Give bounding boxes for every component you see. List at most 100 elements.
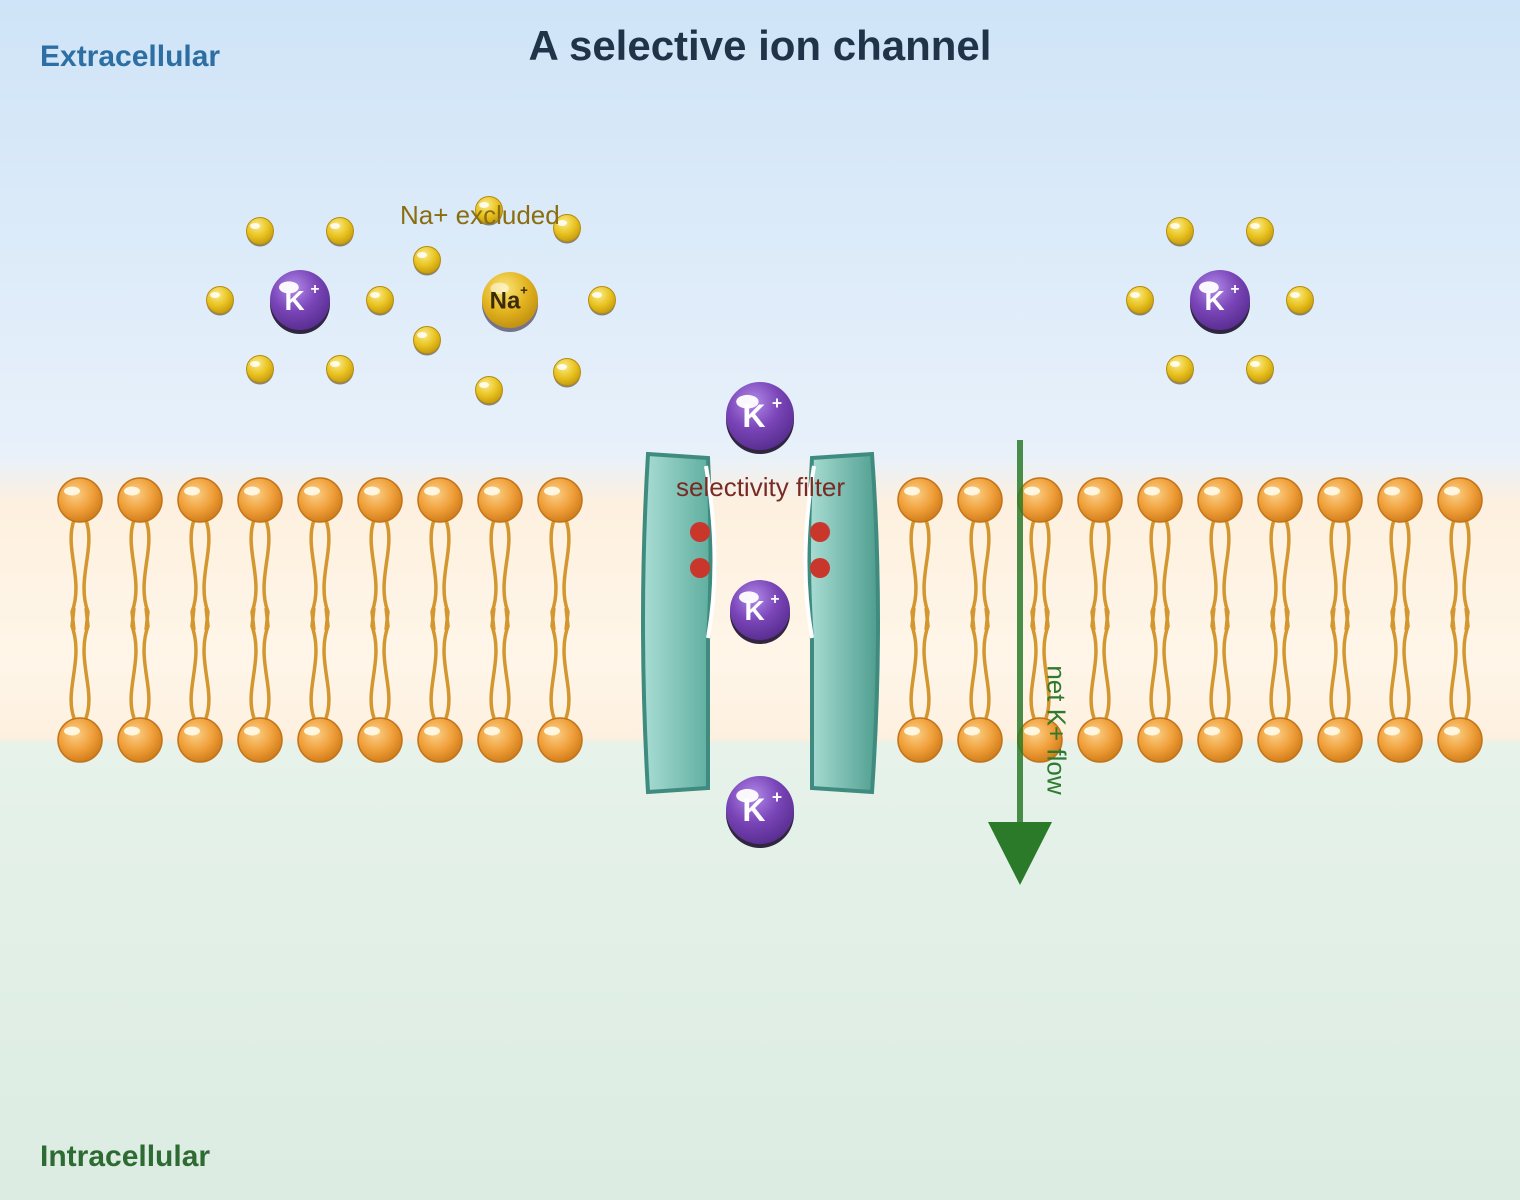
lipid-head: [1197, 717, 1243, 763]
ion-symbol: K: [742, 792, 765, 828]
lipid-head: [237, 717, 283, 763]
lipid-molecule: [1317, 477, 1363, 763]
lipid-head: [357, 717, 403, 763]
lipid-molecule: [237, 477, 283, 763]
water-molecule: [413, 246, 441, 276]
channel-wall-left: [641, 451, 713, 795]
filter-site: [690, 558, 710, 578]
lipid-molecule: [1437, 477, 1483, 763]
lipid-head: [237, 477, 283, 523]
ion-symbol: K: [284, 285, 304, 316]
lipid-molecule: [297, 477, 343, 763]
net-flow-label: net K+ flow: [1041, 665, 1072, 795]
water-molecule: [1246, 355, 1274, 385]
channel-wall-right: [807, 451, 880, 795]
lipid-head: [1077, 717, 1123, 763]
sodium-ion: Na+: [482, 272, 538, 332]
water-molecule: [1166, 217, 1194, 247]
lipid-head: [477, 717, 523, 763]
lipid-head: [1377, 717, 1423, 763]
lipid-molecule: [477, 477, 523, 763]
lipid-molecule: [357, 477, 403, 763]
ion-symbol: K: [742, 398, 765, 434]
ion-charge: +: [771, 591, 780, 608]
lipid-head: [897, 717, 943, 763]
lipid-head: [1257, 477, 1303, 523]
lipid-head: [537, 717, 583, 763]
water-molecule: [326, 355, 354, 385]
lipid-head: [537, 477, 583, 523]
ion-charge: +: [772, 393, 782, 413]
lipid-head: [417, 717, 463, 763]
water-molecule: [475, 376, 503, 406]
lipid-head: [177, 717, 223, 763]
lipid-head: [1137, 717, 1183, 763]
lipid-head: [1317, 477, 1363, 523]
selectivity-filter-label: selectivity filter: [676, 472, 846, 502]
lipid-head: [1437, 477, 1483, 523]
lipid-molecule: [417, 477, 463, 763]
lipid-head: [1377, 477, 1423, 523]
water-molecule: [366, 286, 394, 316]
potassium-ion: K+: [726, 776, 794, 848]
lipid-molecule: [1257, 477, 1303, 763]
water-molecule: [413, 326, 441, 356]
filter-site: [810, 522, 830, 542]
lipid-molecule: [117, 477, 163, 763]
lipid-bilayer: [57, 477, 1483, 763]
potassium-ion: K+: [726, 382, 794, 454]
lipid-molecule: [177, 477, 223, 763]
lipid-head: [177, 477, 223, 523]
lipid-head: [297, 717, 343, 763]
filter-site: [810, 558, 830, 578]
lipid-head: [957, 717, 1003, 763]
na-excluded-label: Na+ excluded: [400, 200, 560, 230]
lipid-molecule: [1137, 477, 1183, 763]
lipid-head: [477, 477, 523, 523]
lipid-head: [57, 717, 103, 763]
ion-charge: +: [1231, 281, 1240, 298]
water-molecule: [1246, 217, 1274, 247]
lipid-head: [1137, 477, 1183, 523]
lipid-molecule: [1077, 477, 1123, 763]
page-title: A selective ion channel: [528, 22, 992, 69]
water-molecule: [553, 358, 581, 388]
water-molecule: [588, 286, 616, 316]
ion-charge: +: [311, 281, 320, 298]
lipid-head: [57, 477, 103, 523]
water-molecule: [475, 196, 503, 226]
lipid-head: [297, 477, 343, 523]
water-molecule: [1286, 286, 1314, 316]
filter-lining-left: [704, 465, 717, 639]
net-flow-arrow: [988, 440, 1052, 885]
potassium-ion: K+: [270, 270, 330, 334]
lipid-molecule: [1197, 477, 1243, 763]
lipid-molecule: [957, 477, 1003, 763]
water-molecule: [1166, 355, 1194, 385]
ion-charge: +: [772, 787, 782, 807]
water-molecule: [246, 355, 274, 385]
ion-symbol: K: [1204, 285, 1224, 316]
ion-channel: [641, 451, 880, 795]
potassium-ion: K+: [730, 580, 790, 644]
ion-symbol: K: [744, 595, 764, 626]
water-molecule: [246, 217, 274, 247]
water-molecule: [553, 214, 581, 244]
lipid-head: [957, 477, 1003, 523]
lipid-head: [1077, 477, 1123, 523]
lipid-head: [117, 717, 163, 763]
lipid-molecule: [57, 477, 103, 763]
lipid-head: [1017, 477, 1063, 523]
ions-layer: K+K+Na+K+K+K+: [206, 196, 1314, 848]
ion-charge: +: [520, 282, 528, 297]
lipid-molecule: [897, 477, 943, 763]
water-molecule: [326, 217, 354, 247]
ion-symbol: Na: [490, 287, 521, 314]
lipid-head: [1257, 717, 1303, 763]
lipid-molecule: [537, 477, 583, 763]
lipid-head: [357, 477, 403, 523]
lipid-head: [417, 477, 463, 523]
lipid-molecule: [1377, 477, 1423, 763]
potassium-ion: K+: [1190, 270, 1250, 334]
